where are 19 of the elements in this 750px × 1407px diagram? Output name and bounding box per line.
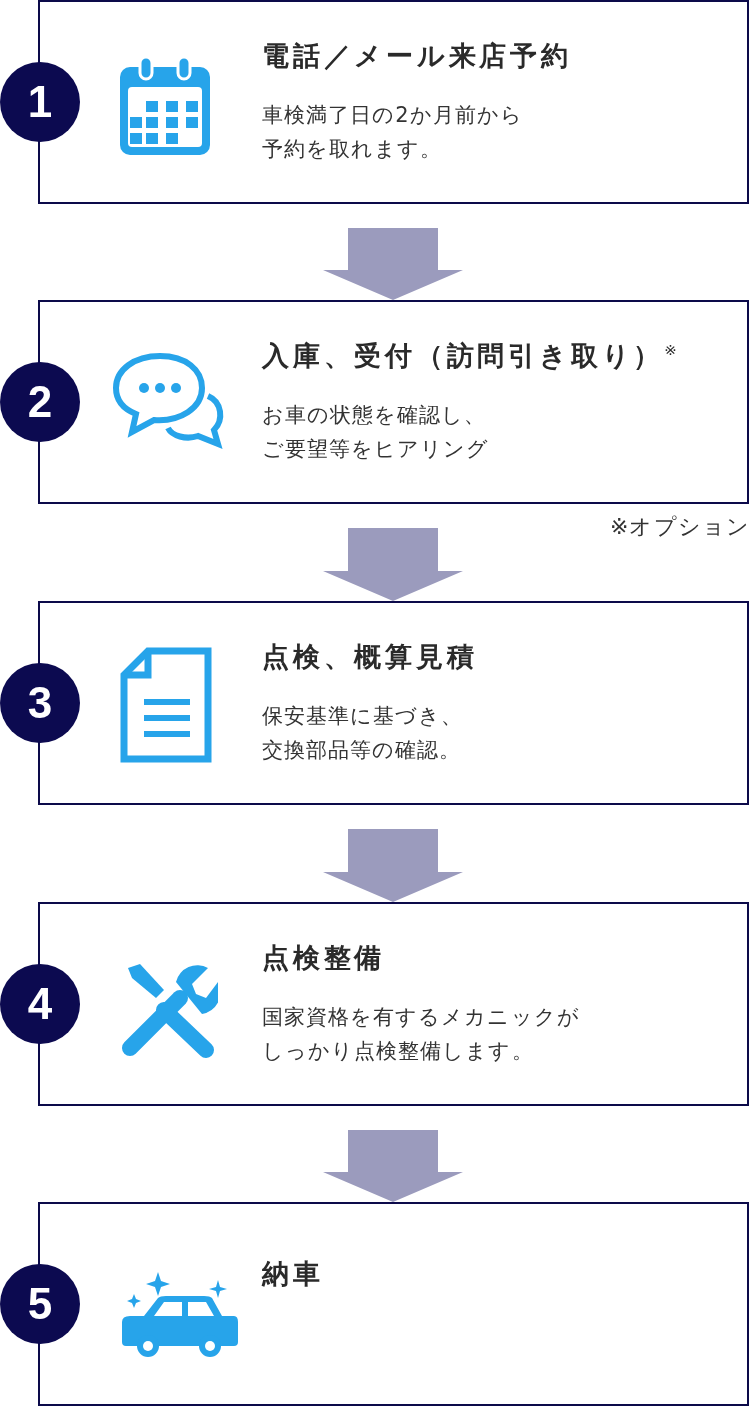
step-number-badge: 4 — [0, 964, 80, 1044]
step-heading: 点検、概算見積 — [262, 640, 478, 674]
down-arrow — [323, 1130, 463, 1202]
step-number-badge: 5 — [0, 1264, 80, 1344]
step-description: 国家資格を有するメカニックがしっかり点検整備します。 — [262, 1004, 581, 1065]
step-number-badge: 1 — [0, 62, 80, 142]
step-number-badge: 3 — [0, 663, 80, 743]
step-heading: 納車 — [262, 1257, 324, 1291]
down-arrow — [323, 228, 463, 300]
footnote: ※オプション — [609, 513, 750, 541]
step-description: 保安基準に基づき、交換部品等の確認。 — [262, 703, 465, 764]
down-arrow — [323, 528, 463, 601]
step-heading: 電話／メール来店予約 — [262, 39, 572, 73]
step-description: お車の状態を確認し、ご要望等をヒアリング — [262, 402, 491, 463]
step-number-badge: 2 — [0, 362, 80, 442]
step-heading: 入庫、受付（訪問引き取り）$^{※}$ — [262, 339, 681, 373]
down-arrow — [323, 829, 463, 902]
step-heading: 点検整備 — [262, 941, 386, 975]
step-description: 車検満了日の2か月前から予約を取れます。 — [262, 102, 524, 163]
